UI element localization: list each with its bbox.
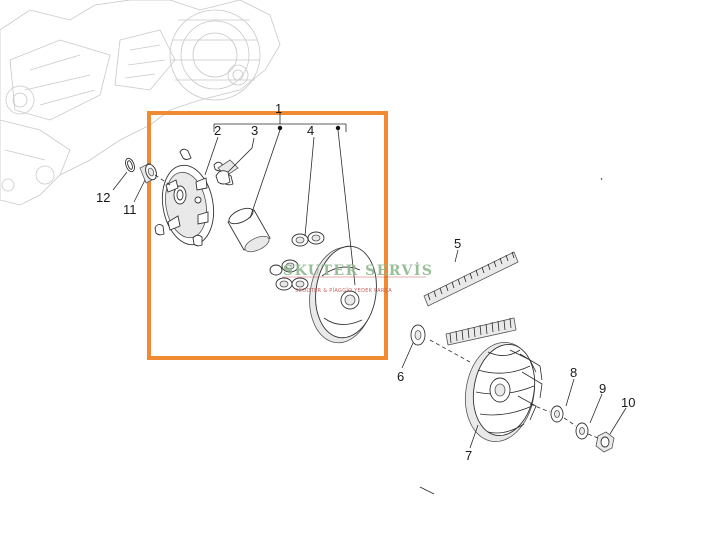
group-bracket [213,112,347,132]
nut-part-10 [595,431,615,453]
belt-teeth-detail [445,317,517,346]
fan-pulley-part-7 [465,342,543,442]
watermark-title: SKUTER SERVİS [283,260,434,279]
callout-8: 8 [570,365,577,380]
callout-2: 2 [214,123,221,138]
callout-6: 6 [397,369,404,384]
highlight-frame [147,111,388,360]
assembly-axis-line [154,174,599,439]
spring-washer-part-9 [575,422,589,440]
washer-part-8 [550,405,564,423]
variator-pulley [309,245,377,344]
callout-7: 7 [465,448,472,463]
circlip-part-12 [125,157,135,173]
callout-9: 9 [599,381,606,396]
watermark-subtitle: SCOOTER & PİAGGİO YEDEK PARÇA [295,287,392,294]
callout-1: 1 [275,101,282,116]
bushing-part-11 [139,162,157,184]
rollers-part-4 [269,231,325,291]
callout-5: 5 [454,236,461,251]
callout-4: 4 [307,123,314,138]
leader-lines [112,129,627,495]
washer-part-6 [410,324,426,346]
callout-3: 3 [251,123,258,138]
callout-10: 10 [621,395,635,410]
ramp-plate-part-2 [161,164,215,246]
callout-11: 11 [123,202,137,217]
slider-part-3 [215,159,239,185]
drive-belt-part-5 [423,251,519,307]
watermark: SKUTER SERVİS SCOOTER & PİAGGİO YEDEK PA… [282,260,434,294]
spacer-tube [227,207,271,253]
callout-labels: 1 2 3 4 5 6 7 8 9 10 11 12 [96,101,635,463]
engine-casing-ghost [0,0,281,206]
callout-12: 12 [96,190,110,205]
